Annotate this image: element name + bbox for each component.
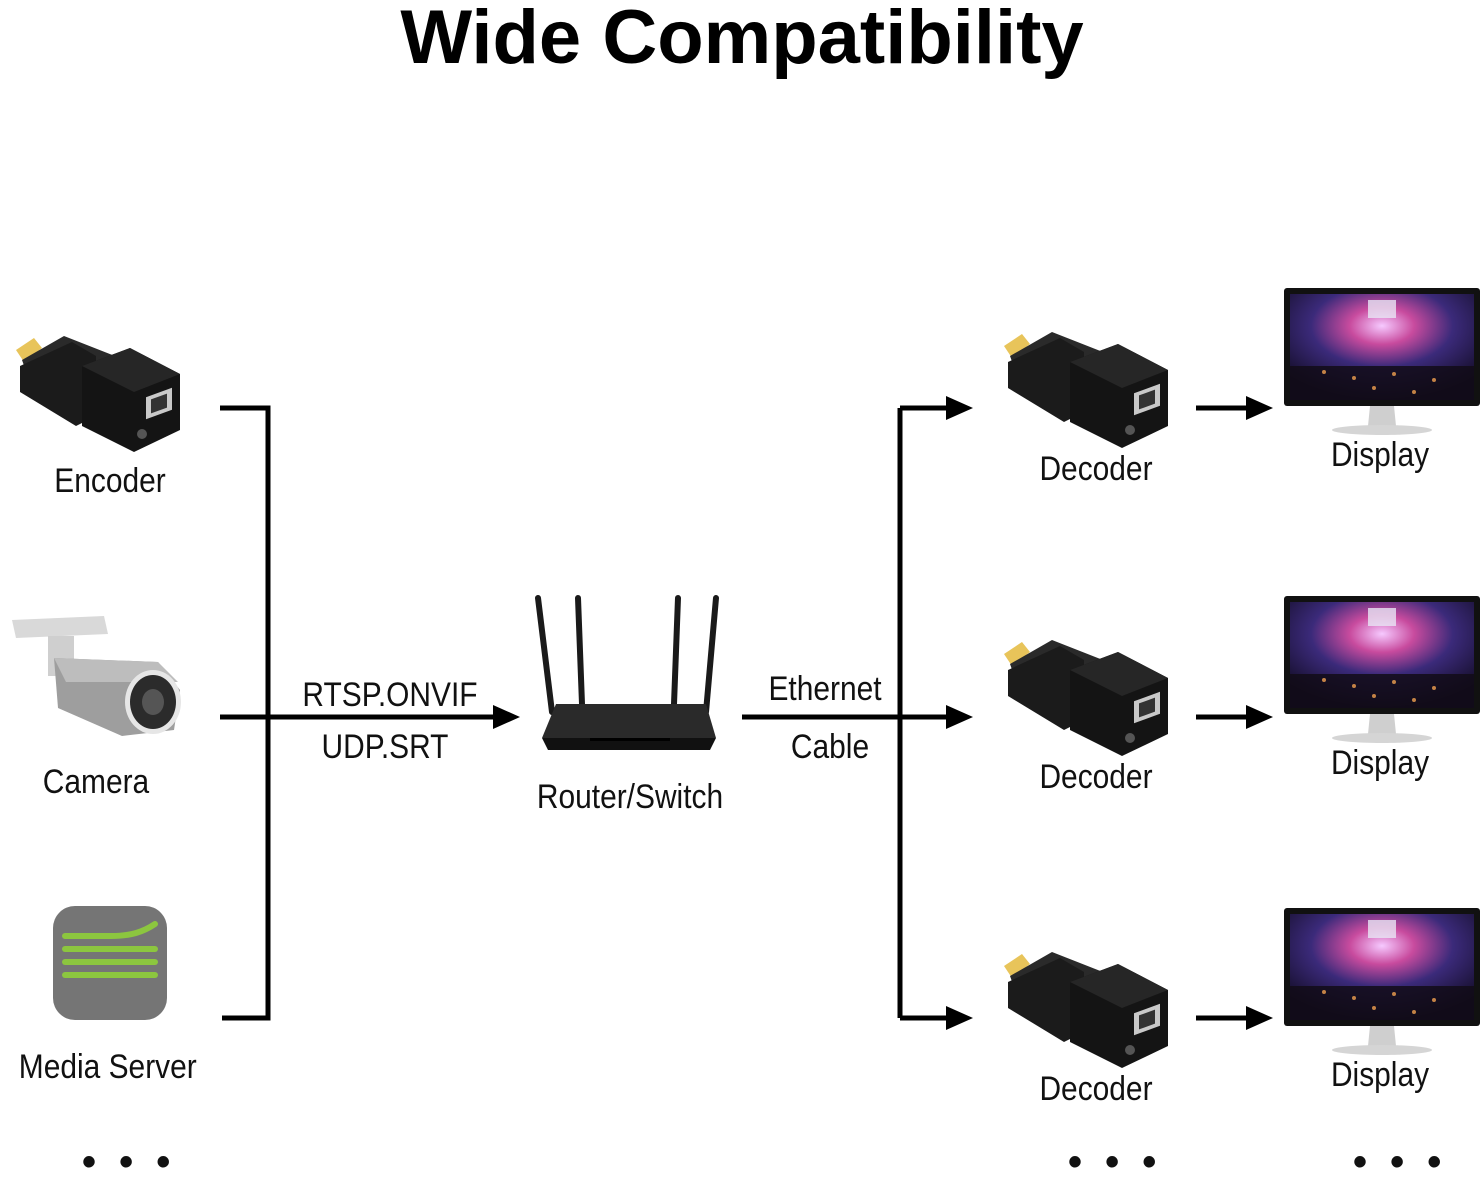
arrowhead-display-3 [1246,1006,1273,1030]
router-label: Router/Switch [536,778,724,816]
protocol-label-line2: UDP.SRT [321,728,449,766]
decoder-device-icon [1004,332,1168,448]
encoder-label: Encoder [54,462,166,500]
displays-more-ellipsis: • • • [1353,1140,1448,1184]
display-monitor-icon [1284,288,1480,435]
display-monitor-icon [1284,908,1480,1055]
sources-more-ellipsis: • • • [82,1140,177,1184]
page-title: Wide Compatibility [400,0,1084,80]
camera-label: Camera [42,763,150,801]
decoder-device-icon [1004,952,1168,1068]
arrowhead-router [493,705,520,729]
link-label-line1: Ethernet [768,670,882,708]
bullet-camera-icon [12,616,181,736]
arrowhead-decoder-3 [946,1006,973,1030]
display-label: Display [1330,1056,1430,1094]
sink-row-2: Decoder Display [0,596,1484,824]
arrowhead-decoder-2 [946,705,973,729]
decoder-label: Decoder [1039,758,1153,796]
arrowhead-decoder-1 [946,396,973,420]
decoder-device-icon [1004,640,1168,756]
display-label: Display [1330,436,1430,474]
link-label-line2: Cable [790,728,870,766]
sink-row-3: Decoder Display [0,908,1484,1136]
arrowhead-display-1 [1246,396,1273,420]
encoder-device-icon [16,336,180,452]
router-icon [535,595,719,750]
arrowhead-display-2 [1246,705,1273,729]
display-monitor-icon [1284,596,1480,743]
decoder-label: Decoder [1039,1070,1153,1108]
decoders-more-ellipsis: • • • [1068,1140,1163,1184]
decoder-label: Decoder [1039,450,1153,488]
protocol-label-line1: RTSP.ONVIF [302,676,478,714]
source-bracket-line [220,405,271,1021]
sink-row-1: Decoder Display [0,288,1484,516]
media-server-label: Media Server [18,1048,197,1086]
media-server-app-icon [53,906,167,1020]
display-label: Display [1330,744,1430,782]
